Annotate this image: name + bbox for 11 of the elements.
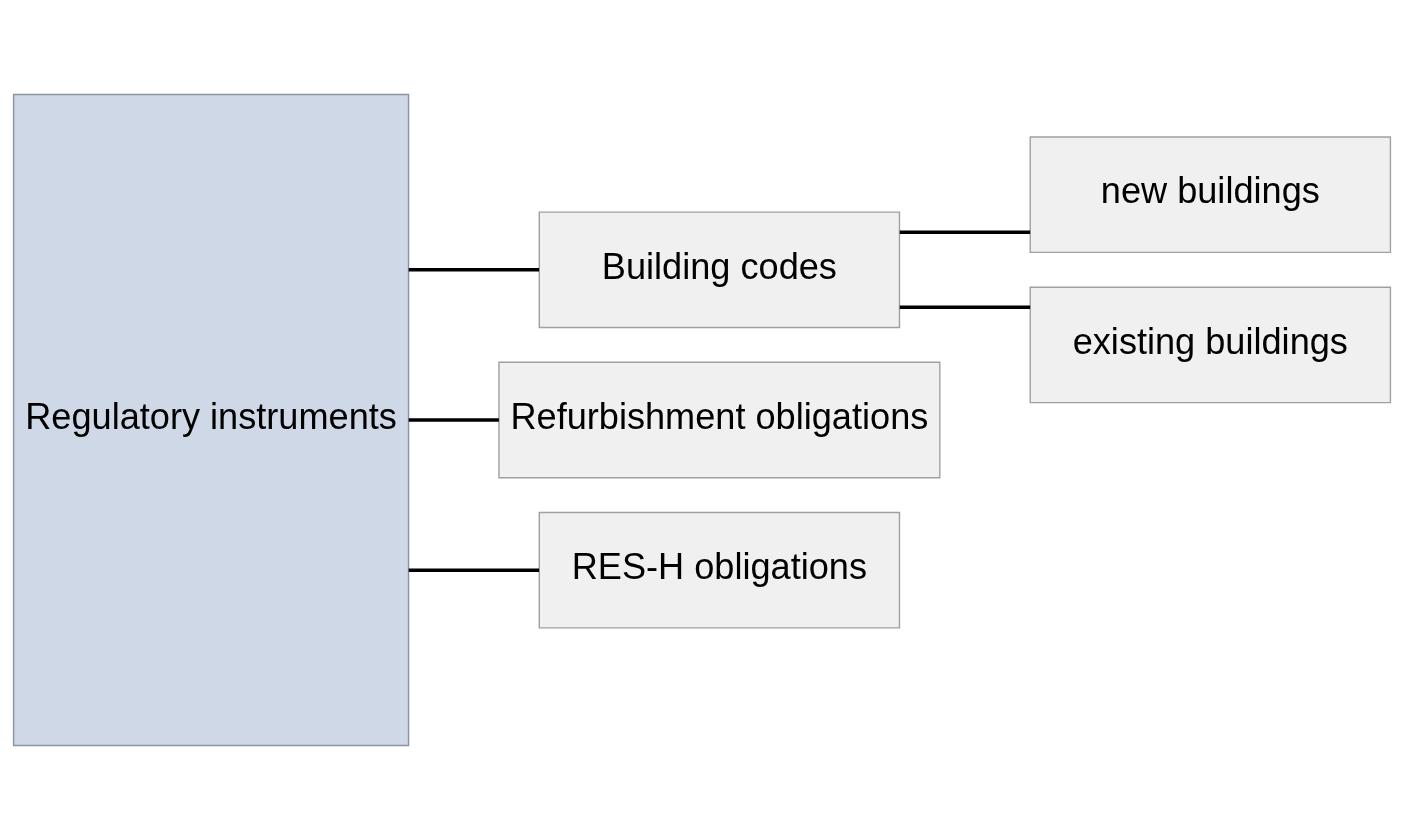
connector [899, 230, 1031, 234]
node-box: RES-H obligations [538, 511, 901, 629]
node-box: Regulatory instruments [12, 93, 410, 747]
node-box: Building codes [538, 211, 901, 329]
connector [408, 268, 540, 272]
node-box: Refurbishment obligations [498, 361, 941, 479]
node-box: existing buildings [1029, 286, 1392, 404]
node-box: new buildings [1029, 136, 1392, 254]
connector [408, 418, 499, 422]
connector [408, 568, 540, 572]
connector [899, 305, 1031, 310]
